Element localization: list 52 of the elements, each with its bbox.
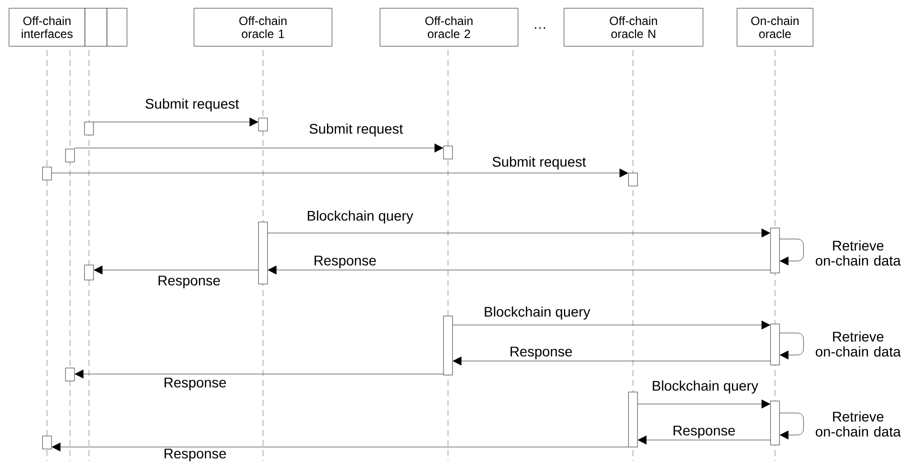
message-arrow: [74, 370, 444, 378]
participant-box: On-chain oracle: [736, 8, 814, 46]
edge-label: Retrieve on-chain data: [816, 240, 901, 266]
edge-label: Blockchain query: [308, 210, 414, 224]
message-arrow: [452, 320, 770, 330]
activation-bar: [628, 392, 638, 448]
activation-bar: [42, 436, 52, 450]
message-arrow: [51, 168, 628, 178]
message-arrow: [267, 228, 770, 238]
edge-label: Submit request: [146, 98, 239, 112]
ellipsis: …: [534, 27, 546, 29]
activation-bar: [443, 316, 453, 376]
participant-box: Off-chain oracle 1: [194, 8, 332, 46]
message-arrow: [52, 442, 629, 452]
activation-bar: [258, 222, 268, 284]
self-message-arrow: [779, 332, 804, 360]
participant-box: Off-chain oracle N: [564, 8, 704, 46]
edge-label: Response: [164, 448, 226, 462]
message-arrow: [268, 266, 771, 274]
activation-bar: [770, 324, 780, 366]
activation-bar: [84, 264, 94, 280]
edge-label: Response: [510, 346, 572, 360]
self-message-arrow: [779, 238, 804, 266]
edge-label: Response: [164, 378, 226, 390]
message-arrow: [94, 266, 259, 274]
edge-label: Retrieve on-chain data: [816, 411, 901, 437]
activation-bar: [42, 166, 52, 180]
activation-bar: [770, 400, 780, 446]
edge-label: Response: [314, 256, 376, 268]
edge-label: Submit request: [492, 156, 586, 170]
message-arrow: [638, 436, 771, 444]
participant-box: Off-chain oracle 2: [380, 8, 518, 46]
message-arrow: [93, 118, 258, 126]
activation-bar: [65, 148, 75, 162]
edge-label: Submit request: [310, 123, 403, 137]
activation-bar: [770, 228, 780, 274]
message-arrow: [74, 144, 444, 152]
participant-box: [84, 8, 108, 46]
edge-label: Blockchain query: [484, 306, 590, 320]
activation-bar: [65, 368, 75, 382]
activation-bar: [258, 118, 268, 132]
activation-bar: [628, 172, 638, 186]
self-message-arrow: [779, 412, 804, 440]
activation-bar: [84, 122, 94, 136]
message-arrow: [452, 356, 771, 366]
edge-label: Response: [674, 426, 735, 438]
participant-box: [106, 8, 128, 46]
message-arrow: [637, 400, 770, 408]
edge-label: Response: [158, 276, 220, 288]
edge-label: Blockchain query: [652, 380, 758, 394]
activation-bar: [443, 146, 453, 160]
edge-label: Retrieve on-chain data: [816, 331, 901, 357]
